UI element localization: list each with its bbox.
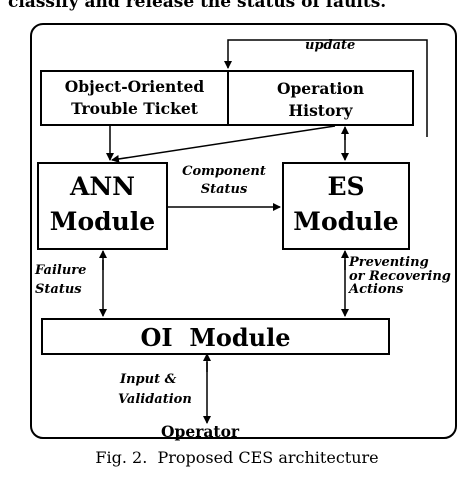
- input-line1: Input &: [120, 372, 177, 387]
- failure-status-line2: Status: [35, 281, 82, 297]
- component-status-line1: Component: [182, 164, 266, 179]
- es-module-line1: ES: [327, 172, 365, 201]
- outer-frame: [30, 23, 457, 439]
- trouble-ticket-line1: Object-Oriented: [64, 77, 205, 96]
- operator-label: Operator: [161, 422, 240, 441]
- oi-module-label: OI Module: [140, 323, 291, 352]
- preventing-line1: Preventing: [349, 255, 429, 270]
- oi-module-box: OI Module: [41, 318, 390, 355]
- header-text: classify and release the status of fault…: [8, 0, 387, 12]
- ann-module-line2: Module: [49, 207, 156, 236]
- preventing-line3: Actions: [349, 282, 404, 298]
- operation-history-line2: History: [288, 101, 353, 120]
- input-line2: Validation: [118, 391, 192, 407]
- ann-module-line1: ANN: [69, 172, 136, 201]
- preventing-line2: or Recovering: [349, 268, 451, 284]
- operation-history-line1: Operation: [276, 79, 365, 98]
- trouble-ticket-box: Object-Oriented Trouble Ticket: [40, 70, 229, 126]
- update-label: update: [305, 38, 356, 53]
- preventing-actions-label: Preventing or Recovering Actions: [349, 256, 451, 297]
- update-loop-arrow: [224, 39, 428, 137]
- component-status-label: Component Status: [176, 165, 272, 196]
- es-module-box: ES Module: [282, 162, 410, 250]
- operation-history-box: Operation History: [227, 70, 414, 126]
- es-module-line2: Module: [293, 207, 399, 236]
- input-validation-label: Input & Validation: [118, 373, 192, 406]
- failure-status-line1: Failure: [35, 263, 87, 278]
- history-to-ann-arrow: [111, 125, 336, 163]
- failure-status-label: Failure Status: [35, 264, 86, 296]
- component-status-line2: Status: [200, 181, 248, 197]
- figure-caption: Fig. 2. Proposed CES architecture: [95, 448, 379, 467]
- ann-module-box: ANN Module: [37, 162, 168, 250]
- trouble-ticket-line2: Trouble Ticket: [71, 99, 198, 118]
